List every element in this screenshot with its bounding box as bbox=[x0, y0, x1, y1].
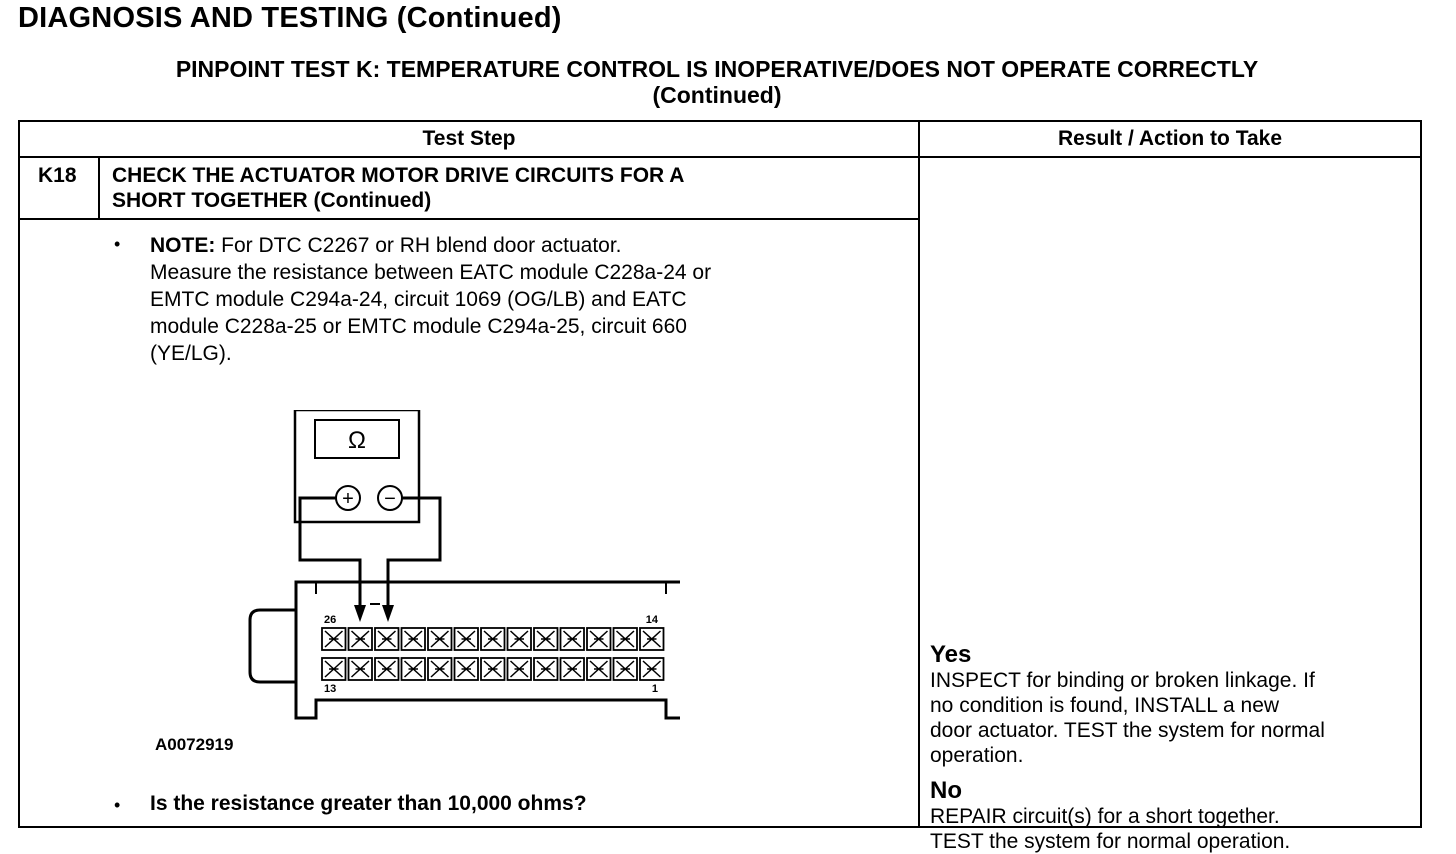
instruction-line: Measure the resistance between EATC modu… bbox=[150, 261, 712, 284]
connector-pin-terminal bbox=[403, 660, 423, 678]
step-body: • NOTE: For DTC C2267 or RH blend door a… bbox=[20, 220, 918, 826]
page-title: DIAGNOSIS AND TESTING (Continued) bbox=[18, 2, 562, 34]
connector-pin-terminal bbox=[350, 660, 370, 678]
connector-pin-terminal bbox=[430, 660, 450, 678]
test-step-cell: K18 CHECK THE ACTUATOR MOTOR DRIVE CIRCU… bbox=[18, 156, 920, 828]
result-yes-line: door actuator. TEST the system for norma… bbox=[930, 719, 1325, 742]
pinpoint-test-title-line1: PINPOINT TEST K: TEMPERATURE CONTROL IS … bbox=[175, 56, 1259, 82]
positive-probe-tip bbox=[354, 605, 366, 622]
result-yes-line: no condition is found, INSTALL a new bbox=[930, 694, 1280, 717]
step-title-line1: CHECK THE ACTUATOR MOTOR DRIVE CIRCUITS … bbox=[112, 164, 685, 187]
pinpoint-test-title: PINPOINT TEST K: TEMPERATURE CONTROL IS … bbox=[18, 56, 1416, 108]
connector-pin-terminal bbox=[642, 630, 662, 648]
connector-pin-terminal bbox=[324, 660, 344, 678]
note-line: NOTE: For DTC C2267 or RH blend door act… bbox=[150, 232, 870, 259]
bullet-marker: • bbox=[114, 795, 121, 815]
ohmmeter-display bbox=[314, 419, 400, 459]
bullet-marker: • bbox=[114, 234, 121, 254]
minus-sign: − bbox=[384, 488, 396, 510]
ohm-symbol: Ω bbox=[348, 427, 366, 454]
connector-pin-terminal bbox=[642, 660, 662, 678]
connector-pin-terminal bbox=[509, 660, 529, 678]
negative-lead bbox=[386, 496, 442, 605]
step-id: K18 bbox=[20, 158, 100, 218]
pin-label-13: 13 bbox=[324, 683, 336, 695]
note-block: NOTE: For DTC C2267 or RH blend door act… bbox=[150, 232, 870, 367]
result-no: No REPAIR circuit(s) for a short togethe… bbox=[930, 778, 1414, 854]
test-question: Is the resistance greater than 10,000 oh… bbox=[150, 792, 587, 815]
ohmmeter-connector-figure: Ω + − 26 14 bbox=[248, 410, 680, 720]
result-yes-label: Yes bbox=[930, 641, 972, 668]
instruction-line: (YE/LG). bbox=[150, 342, 232, 365]
connector-pin-terminal bbox=[536, 660, 556, 678]
result-no-label: No bbox=[930, 777, 962, 804]
result-yes-line: operation. bbox=[930, 744, 1024, 767]
connector-pin-terminal bbox=[589, 660, 609, 678]
connector-pin-terminal bbox=[377, 630, 397, 648]
result-yes: Yes INSPECT for binding or broken linkag… bbox=[930, 642, 1414, 768]
result-yes-line: INSPECT for binding or broken linkage. I… bbox=[930, 669, 1315, 692]
connector-pin-terminal bbox=[509, 630, 529, 648]
connector-pin-terminal bbox=[562, 660, 582, 678]
step-title: CHECK THE ACTUATOR MOTOR DRIVE CIRCUITS … bbox=[100, 158, 684, 218]
result-no-line: TEST the system for normal operation. bbox=[930, 830, 1291, 853]
result-cell: Yes INSPECT for binding or broken linkag… bbox=[918, 156, 1422, 853]
step-title-line2: SHORT TOGETHER (Continued) bbox=[112, 189, 432, 212]
negative-probe-tip bbox=[382, 605, 394, 622]
connector-housing bbox=[294, 580, 680, 720]
connector-pin-terminal bbox=[350, 630, 370, 648]
connector-pin-grid bbox=[321, 627, 665, 681]
figure-id: A0072919 bbox=[155, 735, 234, 754]
instruction-line: module C228a-25 or EMTC module C294a-25,… bbox=[150, 315, 687, 338]
positive-lead bbox=[298, 496, 362, 605]
column-header-test-step: Test Step bbox=[18, 120, 920, 158]
connector-pin-terminal bbox=[615, 660, 635, 678]
plus-sign: + bbox=[342, 488, 354, 510]
connector-pin-terminal bbox=[456, 660, 476, 678]
pinpoint-test-title-continued: (Continued) bbox=[652, 82, 782, 108]
step-header: K18 CHECK THE ACTUATOR MOTOR DRIVE CIRCU… bbox=[20, 158, 918, 220]
connector-pin-terminal bbox=[536, 630, 556, 648]
note-label: NOTE: bbox=[150, 234, 216, 257]
pin-label-1: 1 bbox=[652, 683, 658, 695]
pin-label-26: 26 bbox=[324, 614, 336, 626]
instruction-line: EMTC module C294a-24, circuit 1069 (OG/L… bbox=[150, 288, 687, 311]
note-text: For DTC C2267 or RH blend door actuator. bbox=[215, 234, 622, 257]
connector-pin-terminal bbox=[456, 630, 476, 648]
connector-latch bbox=[248, 608, 296, 684]
column-header-result: Result / Action to Take bbox=[918, 120, 1422, 158]
connector-pin-terminal bbox=[430, 630, 450, 648]
connector-pin-terminal bbox=[403, 630, 423, 648]
connector-pin-terminal bbox=[615, 630, 635, 648]
connector-pin-terminal bbox=[562, 630, 582, 648]
result-no-line: REPAIR circuit(s) for a short together. bbox=[930, 805, 1280, 828]
connector-pin-terminal bbox=[589, 630, 609, 648]
connector-pin-terminal bbox=[483, 660, 503, 678]
connector-pin-terminal bbox=[377, 660, 397, 678]
pin-label-14: 14 bbox=[646, 614, 659, 626]
pinpoint-test-table: Test Step Result / Action to Take K18 CH… bbox=[18, 120, 1422, 853]
connector-pin-terminal bbox=[324, 630, 344, 648]
connector-pin-terminal bbox=[483, 630, 503, 648]
